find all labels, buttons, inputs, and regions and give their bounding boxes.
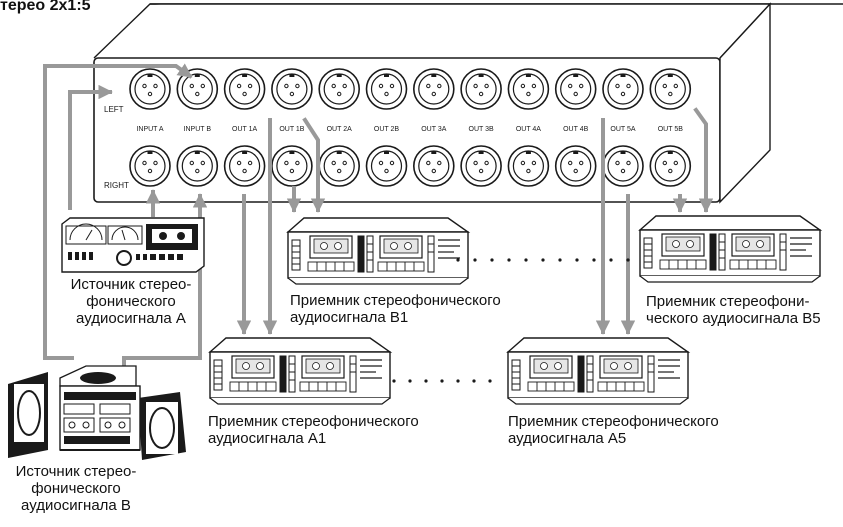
column-label: OUT 4A: [516, 126, 541, 133]
cable-source-a-left: [68, 84, 113, 210]
receiver-a5-icon: [507, 337, 689, 405]
switcher-panel: INPUT A INPUT B OUT 1A OUT 1B OUT 2A OUT 2B OU…: [93, 2, 843, 204]
column-label: OUT 2A: [327, 126, 352, 133]
receiver-a1-icon: [209, 337, 391, 405]
xlr-connector-out-4b-left: [554, 68, 597, 110]
xlr-connector-input-a-right: [129, 145, 171, 187]
receiver-a1-line-2: аудиосигнала A1: [208, 430, 327, 447]
column-label: OUT 1A: [232, 126, 257, 133]
cable-out5b-left: [693, 107, 714, 213]
diagram-title: тереo 2x1:5: [0, 0, 91, 14]
receiver-a5-line-2: аудиосигнала A5: [508, 430, 627, 447]
xlr-connector-input-b-right: [176, 145, 219, 187]
source-a-line-1: Источник стерео-: [70, 276, 192, 293]
xlr-connector-out-5a-right: [602, 145, 644, 187]
xlr-connector-out-5b-right: [649, 145, 692, 187]
xlr-connector-input-b-left: [176, 68, 219, 110]
row-label-right: RIGHT: [104, 181, 129, 190]
xlr-connector-out-2b-left: [365, 68, 408, 110]
xlr-connector-out-4a-left: [507, 68, 550, 110]
xlr-connector-out-4a-right: [507, 145, 550, 187]
column-label: OUT 3A: [421, 126, 446, 133]
receiver-b5-line-2: ческого аудиосигнала B5: [646, 310, 821, 327]
source-b-line-2: фонического: [31, 480, 121, 497]
source-b-line-1: Источник стерео-: [15, 463, 137, 480]
receiver-a5-label: Приемник стереофонического аудиосигнала …: [508, 413, 719, 447]
xlr-connector-out-3a-left: [412, 68, 455, 110]
xlr-connector-out-2b-right: [365, 145, 408, 187]
xlr-connector-out-2a-right: [318, 145, 361, 187]
xlr-connector-out-3b-right: [460, 145, 502, 187]
receiver-a1-line-1: Приемник стереофонического: [208, 413, 419, 430]
column-label: OUT 2B: [374, 126, 399, 133]
receiver-a5-line-1: Приемник стереофонического: [508, 413, 719, 430]
xlr-connector-out-1a-right: [223, 145, 266, 187]
column-label: INPUT B: [184, 126, 212, 133]
column-label: OUT 5A: [610, 126, 635, 133]
column-label: OUT 5B: [658, 126, 683, 133]
receiver-b5-label: Приемник стереофони- ческого аудиосигнал…: [646, 293, 821, 327]
xlr-connector-out-3a-right: [412, 145, 455, 187]
receiver-b1-label: Приемник стереофонического аудиосигнала …: [290, 292, 501, 326]
source-a-line-2: фонического: [86, 293, 176, 310]
receiver-b1-line-1: Приемник стереофонического: [290, 292, 501, 309]
source-b-label: Источник стерео- фонического аудиосигнал…: [4, 463, 148, 514]
source-a-label: Источник стерео- фонического аудиосигнал…: [46, 276, 216, 327]
xlr-connector-out-3b-left: [460, 68, 502, 110]
xlr-connector-input-a-left: [129, 68, 171, 110]
xlr-connector-out-4b-right: [554, 145, 597, 187]
continuation-dots: [392, 258, 630, 383]
receiver-b5-line-1: Приемник стереофони-: [646, 293, 810, 310]
cassette-deck-icon: [61, 217, 205, 273]
xlr-connector-out-5a-left: [602, 68, 644, 110]
cable-out1b-left: [302, 117, 326, 213]
receiver-b1-line-2: аудиосигнала B1: [290, 309, 409, 326]
xlr-connector-out-5b-left: [649, 68, 692, 110]
xlr-connector-out-1b-right: [271, 145, 313, 187]
xlr-connector-out-2a-left: [318, 68, 361, 110]
column-label: OUT 4B: [563, 126, 588, 133]
column-label: OUT 3B: [469, 126, 494, 133]
source-b-line-3: аудиосигнала B: [21, 497, 131, 514]
receiver-b5-icon: [639, 215, 821, 283]
row-label-left: LEFT: [104, 105, 124, 114]
receiver-b1-icon: [287, 217, 469, 285]
receiver-a1-label: Приемник стереофонического аудиосигнала …: [208, 413, 419, 447]
xlr-connector-out-1a-left: [223, 68, 266, 110]
column-label: INPUT A: [136, 126, 163, 133]
source-a-line-3: аудиосигнала A: [76, 310, 186, 327]
stereo-system-icon: [8, 365, 186, 460]
xlr-connector-out-1b-left: [271, 68, 313, 110]
cable-source-b-left: [43, 63, 193, 360]
column-label: OUT 1B: [279, 126, 304, 133]
